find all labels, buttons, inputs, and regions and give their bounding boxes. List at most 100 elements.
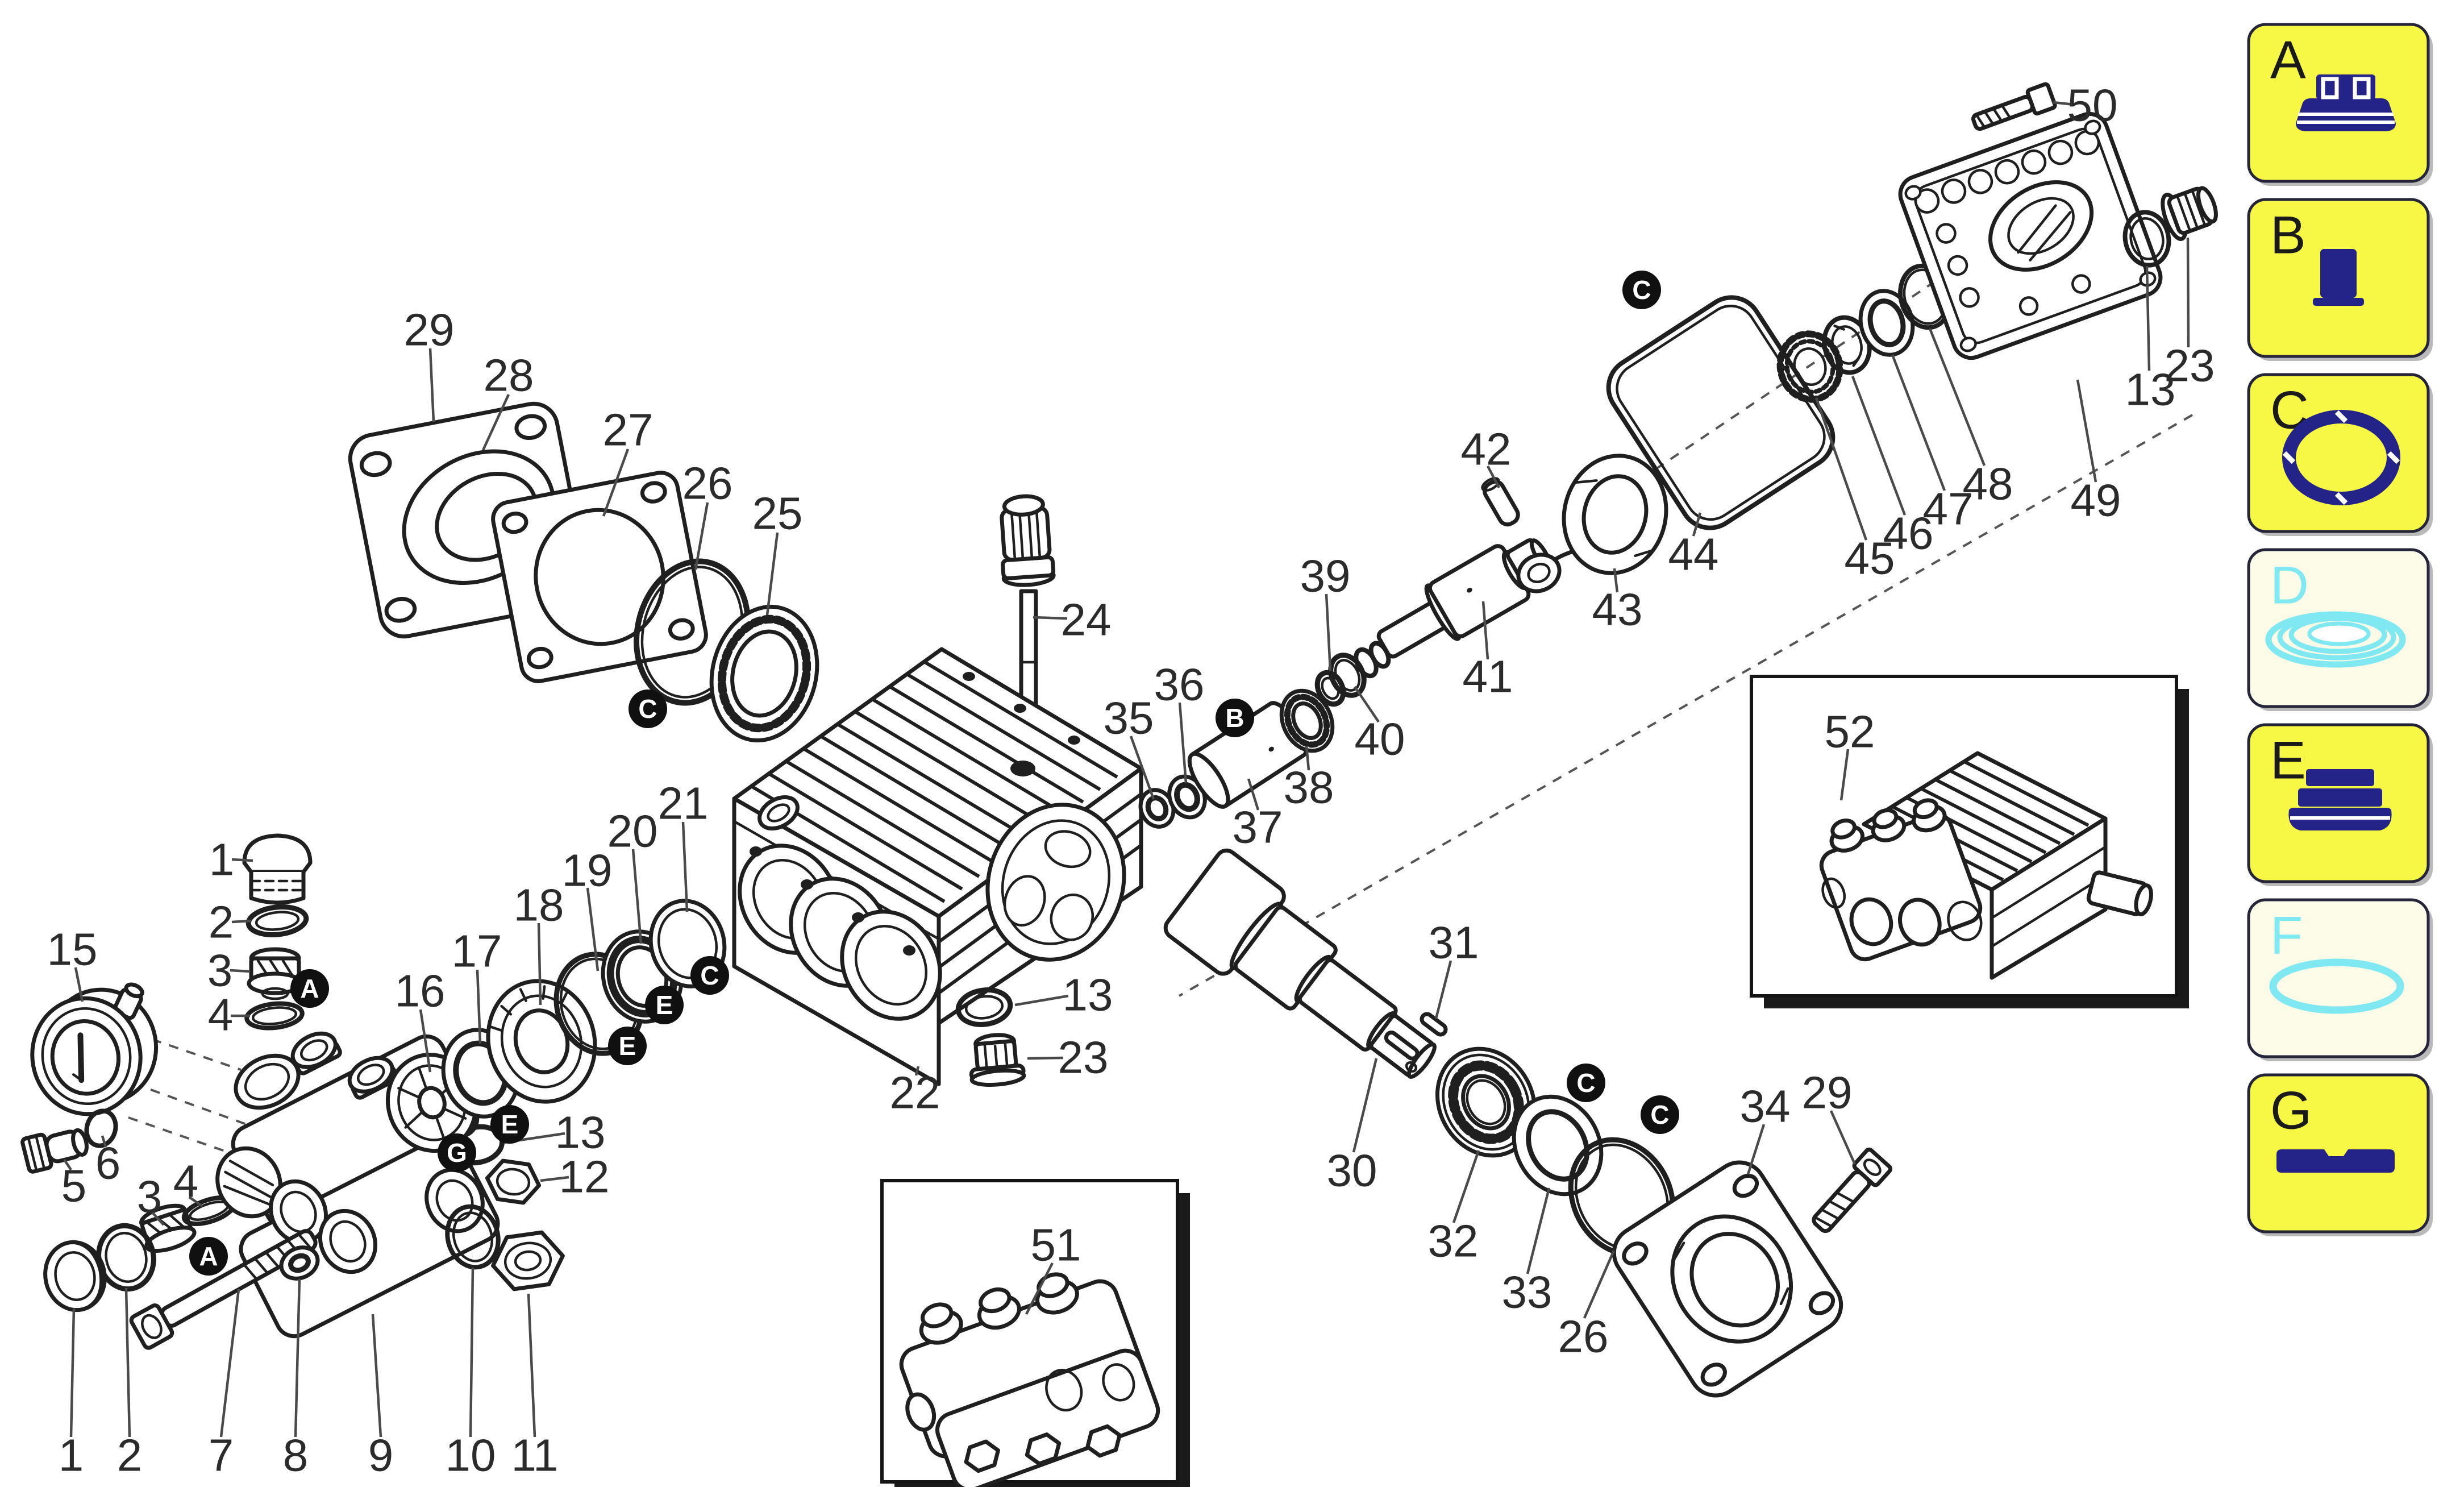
part-1-valve-cap — [242, 833, 313, 905]
assembly-axis-dashed-line — [1618, 270, 1951, 495]
leader-line — [1178, 702, 1188, 784]
part-number-label-4: 4 — [208, 990, 234, 1040]
part-number-label-3: 3 — [137, 1172, 163, 1222]
leader-line — [476, 969, 482, 1044]
oil-fill-boss — [1010, 761, 1035, 776]
letter-marker-circle-A — [189, 1237, 228, 1276]
part-number-label-26: 26 — [1558, 1311, 1609, 1362]
letter-marker-circle-A — [290, 969, 329, 1008]
letter-marker-circle-G — [438, 1133, 476, 1172]
legend-letter-f: F — [2270, 906, 2303, 965]
letter-marker-text-E: E — [501, 1110, 519, 1139]
leader-line — [1583, 1250, 1616, 1319]
part-number-label-9: 9 — [368, 1430, 394, 1481]
part-number-label-38: 38 — [1284, 762, 1334, 813]
leader-line — [371, 1314, 382, 1438]
part-number-label-36: 36 — [1154, 659, 1205, 710]
part-number-label-1: 1 — [209, 834, 235, 885]
part-24-dipstick — [1000, 494, 1056, 709]
part-number-label-39: 39 — [1300, 551, 1351, 601]
letter-marker-circle-E — [645, 986, 684, 1024]
part-number-label-51: 51 — [1031, 1220, 1081, 1270]
inset-52-pump-assembly-drawing — [1819, 751, 2153, 980]
leader-line — [231, 858, 253, 862]
letter-marker-text-A: A — [199, 1241, 218, 1271]
coiled-washer-icon — [2265, 611, 2406, 668]
letter-marker-circle-C — [1641, 1095, 1679, 1134]
part-7-bolt — [129, 1229, 318, 1350]
leader-line — [219, 1289, 240, 1438]
part-number-label-42: 42 — [1461, 424, 1512, 475]
leader-line — [586, 887, 600, 971]
part-number-label-37: 37 — [1233, 802, 1283, 853]
part-13-oring-rear — [2122, 210, 2171, 268]
part-number-label-29: 29 — [404, 305, 455, 355]
part-number-label-28: 28 — [484, 350, 534, 401]
part-number-label-30: 30 — [1327, 1145, 1377, 1196]
part-number-label-2: 2 — [209, 897, 234, 948]
part-number-label-43: 43 — [1592, 584, 1643, 635]
part-number-label-6: 6 — [95, 1138, 121, 1189]
leader-line — [1526, 1187, 1551, 1274]
part-10-oring — [445, 1204, 501, 1270]
letter-marker-circle-E — [608, 1027, 647, 1065]
part-number-label-3: 3 — [207, 945, 233, 996]
part-number-label-33: 33 — [1502, 1267, 1553, 1318]
part-number-label-35: 35 — [1104, 693, 1154, 744]
part-42-pin — [1481, 477, 1520, 527]
leader-line — [540, 1176, 569, 1182]
crankcase-top-fins — [750, 660, 1118, 903]
part-number-label-13: 13 — [555, 1107, 606, 1158]
part-number-label-8: 8 — [283, 1430, 309, 1481]
legend-box-g: G — [2247, 1073, 2433, 1236]
letter-marker-text-G: G — [447, 1138, 467, 1168]
legend-letter-g: G — [2270, 1081, 2312, 1140]
part-number-label-19: 19 — [562, 845, 613, 896]
part-number-label-29: 29 — [1802, 1068, 1853, 1118]
leader-line — [1487, 465, 1500, 489]
part-number-label-22: 22 — [890, 1068, 940, 1118]
part-32-bearing — [1435, 1046, 1537, 1158]
part-22-crankcase — [732, 647, 1143, 1086]
legend-letter-b: B — [2270, 205, 2306, 265]
inset-51-manifold-drawing — [899, 1272, 1160, 1487]
leader-line — [2053, 101, 2075, 106]
part-2-oring-bottom — [96, 1223, 156, 1292]
legend-letter-d: D — [2270, 555, 2309, 615]
part-12-plug — [485, 1158, 542, 1205]
part-number-label-16: 16 — [395, 966, 446, 1016]
part-number-label-13: 13 — [1063, 970, 1113, 1020]
crankcase-cylinder-bores — [738, 844, 942, 1021]
part-number-label-49: 49 — [2071, 475, 2121, 526]
letter-marker-text-C: C — [1632, 275, 1651, 305]
key-icon — [2276, 1149, 2395, 1173]
manifold-front-ports — [215, 1146, 378, 1274]
part-4-oring — [244, 1001, 305, 1031]
leader-line — [2145, 265, 2151, 371]
part-41-plunger-rod — [1354, 538, 1553, 679]
part-number-label-25: 25 — [752, 488, 803, 539]
plug-icon — [2313, 249, 2364, 306]
part-number-label-17: 17 — [452, 926, 502, 977]
part-number-label-18: 18 — [514, 880, 564, 931]
letter-marker-text-A: A — [300, 974, 319, 1003]
letter-marker-text-B: B — [1225, 703, 1244, 733]
part-15-pressure-gauge — [30, 982, 159, 1116]
inset-51-box — [880, 1179, 1190, 1487]
leader-line — [914, 1066, 920, 1076]
letter-marker-circle-B — [1216, 699, 1254, 737]
leader-line — [765, 532, 779, 616]
crankcase-bearing-opening — [985, 803, 1126, 962]
part-number-label-21: 21 — [658, 778, 709, 829]
part-30-crankshaft — [1163, 848, 1437, 1079]
part-number-label-5: 5 — [61, 1161, 87, 1211]
leader-line — [1891, 354, 1946, 491]
leader-line — [469, 1267, 475, 1438]
leader-line — [1014, 994, 1069, 1007]
part-8-washer-nut — [279, 1245, 320, 1281]
leader-line — [481, 394, 510, 451]
legend-box-f: F — [2247, 898, 2433, 1061]
letter-marker-text-C: C — [1650, 1100, 1669, 1129]
